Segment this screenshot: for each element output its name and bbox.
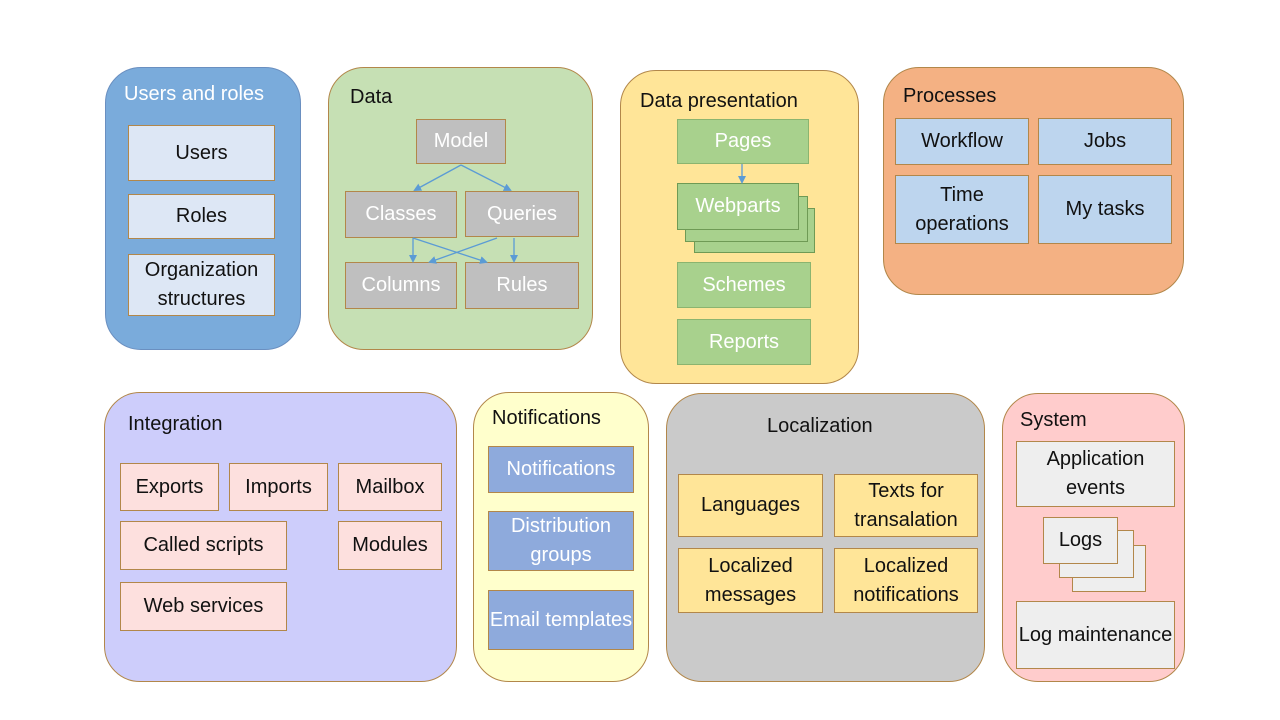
- notifications-title: Notifications: [492, 407, 601, 429]
- texts-for-transalation-box: Texts for transalation: [834, 474, 978, 537]
- queries-box: Queries: [465, 191, 579, 237]
- users-and-roles-title: Users and roles: [124, 83, 265, 105]
- data-presentation-title: Data presentation: [640, 90, 798, 112]
- arrow-classes-rules: [412, 237, 488, 264]
- processes-title: Processes: [903, 85, 997, 107]
- rules-box: Rules: [465, 262, 579, 309]
- classes-box: Classes: [345, 191, 457, 238]
- logs-box: Logs: [1043, 517, 1118, 564]
- application-events-box: Application events: [1016, 441, 1175, 507]
- organization-structures-box: Organization structures: [128, 254, 275, 316]
- pages-box: Pages: [677, 119, 809, 164]
- system-title: System: [1020, 409, 1087, 431]
- workflow-box: Workflow: [895, 118, 1029, 165]
- users-box: Users: [128, 125, 275, 181]
- notifications-box: Notifications: [488, 446, 634, 493]
- arrow-model-classes: [413, 164, 462, 191]
- columns-box: Columns: [345, 262, 457, 309]
- called-scripts-box: Called scripts: [120, 521, 287, 570]
- localized-notifications-box: Localized notifications: [834, 548, 978, 613]
- languages-box: Languages: [678, 474, 823, 537]
- mailbox-box: Mailbox: [338, 463, 442, 511]
- distribution-groups-box: Distribution groups: [488, 511, 634, 571]
- localization-group: [666, 393, 985, 682]
- arrow-model-queries: [460, 164, 512, 191]
- schemes-box: Schemes: [677, 262, 811, 308]
- exports-box: Exports: [120, 463, 219, 511]
- localization-title: Localization: [767, 415, 873, 437]
- web-services-box: Web services: [120, 582, 287, 631]
- integration-title: Integration: [128, 413, 223, 435]
- email-templates-box: Email templates: [488, 590, 634, 650]
- webparts-box: Webparts: [677, 183, 799, 230]
- model-box: Model: [416, 119, 506, 164]
- my-tasks-box: My tasks: [1038, 175, 1172, 244]
- jobs-box: Jobs: [1038, 118, 1172, 165]
- modules-box: Modules: [338, 521, 442, 570]
- imports-box: Imports: [229, 463, 328, 511]
- time-operations-box: Time operations: [895, 175, 1029, 244]
- log-maintenance-box: Log maintenance: [1016, 601, 1175, 669]
- data-title: Data: [350, 86, 393, 108]
- roles-box: Roles: [128, 194, 275, 239]
- localized-messages-box: Localized messages: [678, 548, 823, 613]
- arrow-queries-columns: [428, 237, 498, 264]
- reports-box: Reports: [677, 319, 811, 365]
